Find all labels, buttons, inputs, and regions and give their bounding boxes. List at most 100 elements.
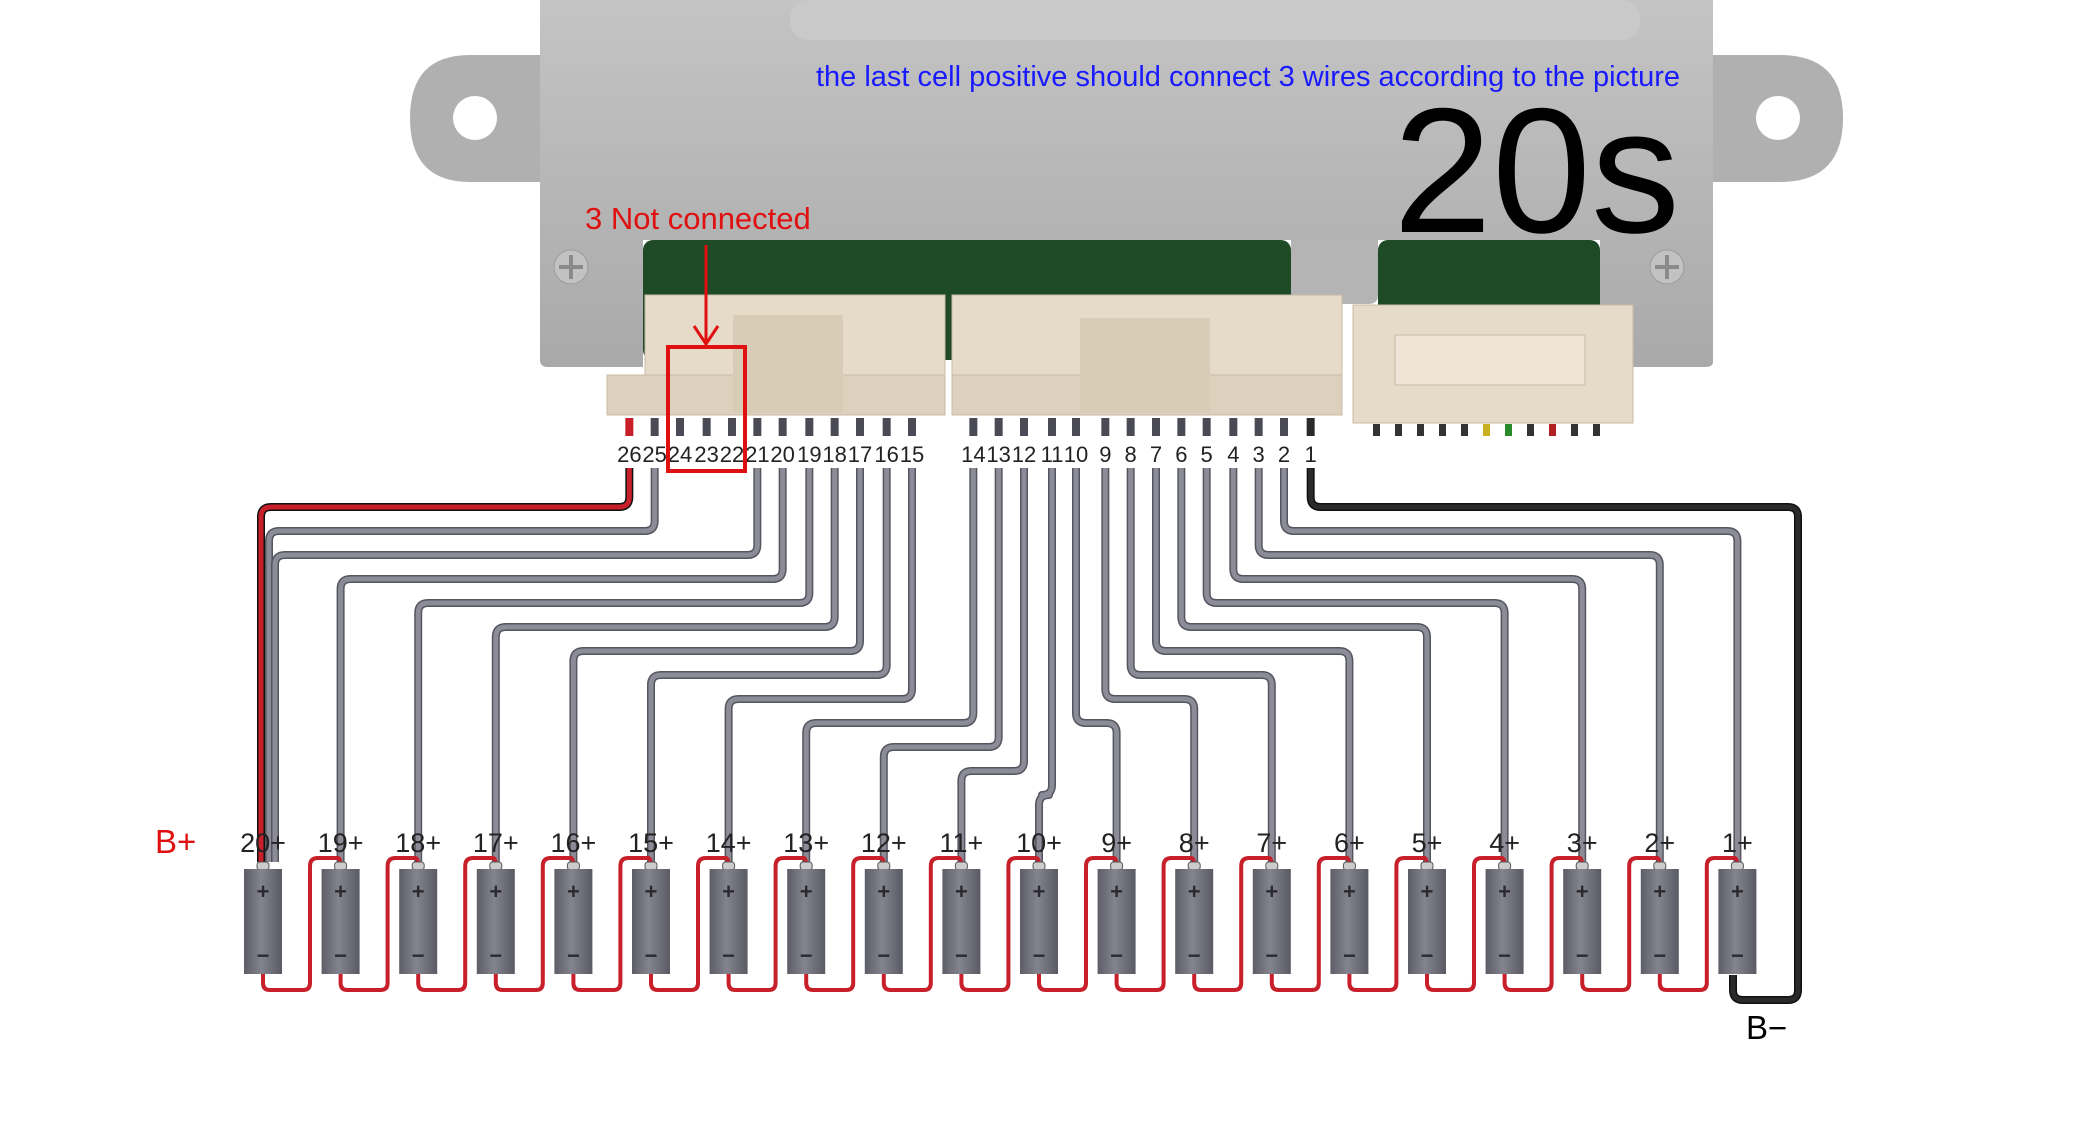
pin-number-label: 23 [694,442,718,467]
series-link-wire [1347,856,1429,992]
wire-pin-21 [271,468,762,862]
minus-terminal-icon: − [567,943,580,968]
pin-number-label: 4 [1227,442,1239,467]
series-link-wire [804,856,886,992]
cell-label: 1+ [1722,828,1753,858]
pin-stub [778,418,787,436]
pin-stub [1152,418,1160,436]
series-link-wire [726,856,809,992]
series-link-wire [881,856,964,992]
pin-stub [676,418,684,436]
sense-pin [1527,424,1534,436]
pin-number-label: 11 [1041,442,1064,467]
pin-number-label: 14 [961,442,985,467]
cell-label: 15+ [628,828,674,858]
connector-middle [951,294,1343,416]
not-connected-callout: 3 Not connected [585,201,811,236]
pin-stub [1101,418,1110,436]
cell-label: 4+ [1489,828,1520,858]
pin-stub [753,418,762,436]
pin-stub [830,418,839,436]
battery-cell: +− [1640,861,1679,974]
battery-cell: +− [321,861,360,974]
wire-pin-18 [491,468,839,862]
pin-stub [908,418,916,436]
minus-terminal-icon: − [1265,943,1278,968]
plus-terminal-icon: + [1188,879,1201,904]
cell-label: 5+ [1412,828,1443,858]
minus-terminal-icon: − [1731,943,1744,968]
minus-terminal-icon: − [1188,943,1201,968]
series-link-wire [1114,856,1197,992]
cell-label: 7+ [1256,828,1287,858]
series-link-wire [338,856,421,992]
wire-pin-3 [1254,468,1664,862]
pin-number-label: 7 [1150,442,1162,467]
wire-pin-6 [1177,468,1431,862]
pin-number-label: 5 [1201,442,1213,467]
minus-terminal-icon: − [489,943,502,968]
minus-terminal-icon: − [257,943,270,968]
series-link-wire [1425,856,1507,992]
battery-cell: +− [864,861,903,974]
pin-stub [1072,418,1080,436]
pin-stub [728,418,736,436]
series-link-wire [1192,856,1274,992]
sense-pin [1439,424,1446,436]
pin-stub [625,418,634,436]
battery-cell: +− [709,861,748,974]
wire-pin-11 [1035,468,1056,862]
pin-stub [882,418,891,436]
battery-cell: +− [476,861,515,974]
pin-stub [1229,418,1238,436]
cell-label: 2+ [1644,828,1675,858]
sense-pin [1483,424,1490,436]
b-minus-label: B− [1746,1009,1787,1046]
pin-number-label: 1 [1305,442,1317,467]
sense-pin [1571,424,1578,436]
wire-pin-8 [1126,468,1276,862]
pin-number-label: 18 [822,442,846,467]
pin-number-label: 26 [617,442,641,467]
minus-terminal-icon: − [1653,943,1666,968]
pin-stub [1254,418,1263,436]
pin-number-label: 25 [642,442,666,467]
mounting-tab-right [1708,55,1843,182]
series-link-wire [1037,856,1119,992]
wiring-note: the last cell positive should connect 3 … [816,61,1680,93]
pin-number-label: 13 [986,442,1010,467]
plus-terminal-icon: + [1033,879,1046,904]
cell-label: 8+ [1179,828,1210,858]
battery-cell: +− [1252,861,1291,974]
pin-number-label: 6 [1175,442,1187,467]
sense-pin [1505,424,1512,436]
wire-pin-16 [647,468,891,862]
sense-pin [1395,424,1402,436]
plus-terminal-icon: + [645,879,658,904]
plus-terminal-icon: + [800,879,813,904]
pin-stub [1126,418,1135,436]
pin-number-label: 19 [797,442,821,467]
pin-number-label: 16 [874,442,898,467]
minus-terminal-icon: − [722,943,735,968]
not-connected-highlight-box [666,345,747,473]
minus-terminal-icon: − [1343,943,1356,968]
plus-terminal-icon: + [955,879,968,904]
wire-pin-7 [1152,468,1354,862]
pin-stub [1306,418,1315,436]
pin-number-label: 22 [720,442,744,467]
wire-pin-14 [802,468,978,862]
battery-cell: +− [244,861,282,974]
sense-pin [1549,424,1556,436]
battery-cell: +− [942,861,981,974]
cell-label: 6+ [1334,828,1365,858]
arrow-down-icon [692,245,720,347]
battery-cell: +− [1175,861,1214,974]
cell-label: 11+ [940,828,984,858]
battery-cell: +− [632,861,670,974]
plus-terminal-icon: + [412,879,425,904]
battery-cell: +− [1097,861,1136,974]
cell-label: 13+ [783,828,829,858]
minus-terminal-icon: − [955,943,968,968]
